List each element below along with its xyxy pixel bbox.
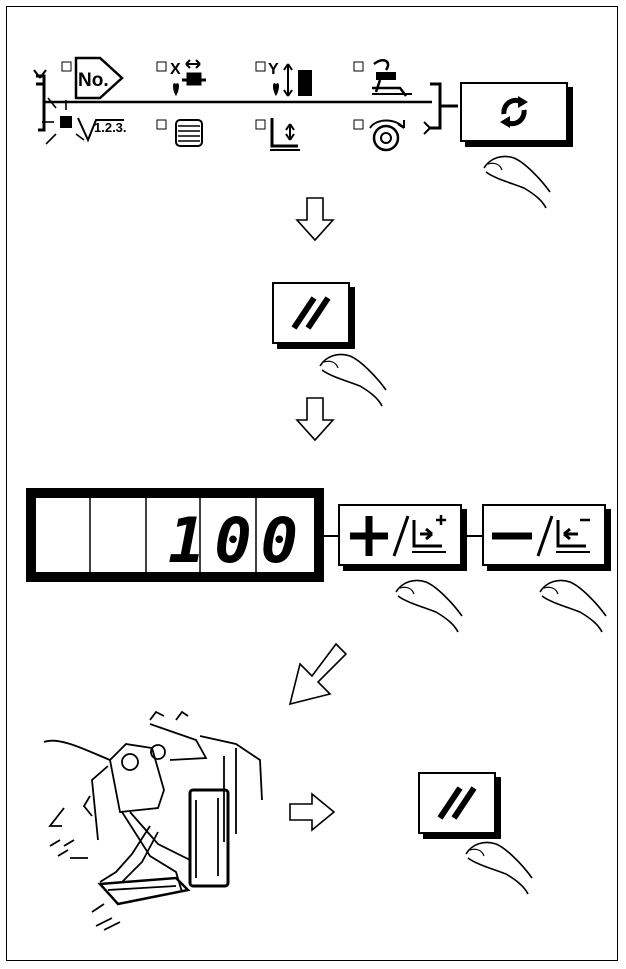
program-number-label: No. <box>78 70 109 91</box>
threader-icon <box>353 59 412 97</box>
y-label: Y <box>268 61 279 78</box>
right-arrow <box>289 792 336 832</box>
refresh-icon <box>500 96 528 128</box>
mode-key[interactable] <box>460 82 568 142</box>
reset-key-final[interactable] <box>418 772 496 834</box>
program-number-icon: No. <box>61 56 124 100</box>
down-left-arrow <box>288 642 348 706</box>
finger-pointer-reset-1 <box>319 353 387 407</box>
finger-pointer-mode <box>483 155 551 209</box>
minus-key[interactable] <box>482 504 606 566</box>
x-label: X <box>170 61 181 78</box>
reset-slash-icon <box>437 786 477 820</box>
diagram-frame <box>6 6 618 961</box>
reset-key[interactable] <box>272 282 350 344</box>
bobbin-counter-icon <box>156 119 203 147</box>
finger-pointer-reset-2 <box>465 841 533 895</box>
counter-display: 100 <box>26 488 324 582</box>
speed-icon <box>353 119 405 152</box>
step-label: 1.2.3. <box>94 120 127 135</box>
plus-key[interactable] <box>338 504 462 566</box>
presser-height-icon <box>255 118 300 151</box>
operation-panel: No. 1.2.3. X <box>33 56 458 152</box>
minus-backward-icon <box>492 515 590 557</box>
sewing-machine-illustration <box>43 710 263 931</box>
plus-forward-icon <box>350 515 446 557</box>
reset-slash-icon <box>291 296 331 330</box>
down-arrow-1 <box>296 197 334 241</box>
counter-value: 100 <box>168 504 307 577</box>
x-scale-icon: X <box>156 59 206 96</box>
finger-pointer-plus <box>395 579 463 633</box>
down-arrow-2 <box>296 397 334 441</box>
finger-pointer-minus <box>539 579 607 633</box>
y-scale-icon: Y <box>255 61 312 97</box>
step-icon: 1.2.3. <box>42 97 127 145</box>
